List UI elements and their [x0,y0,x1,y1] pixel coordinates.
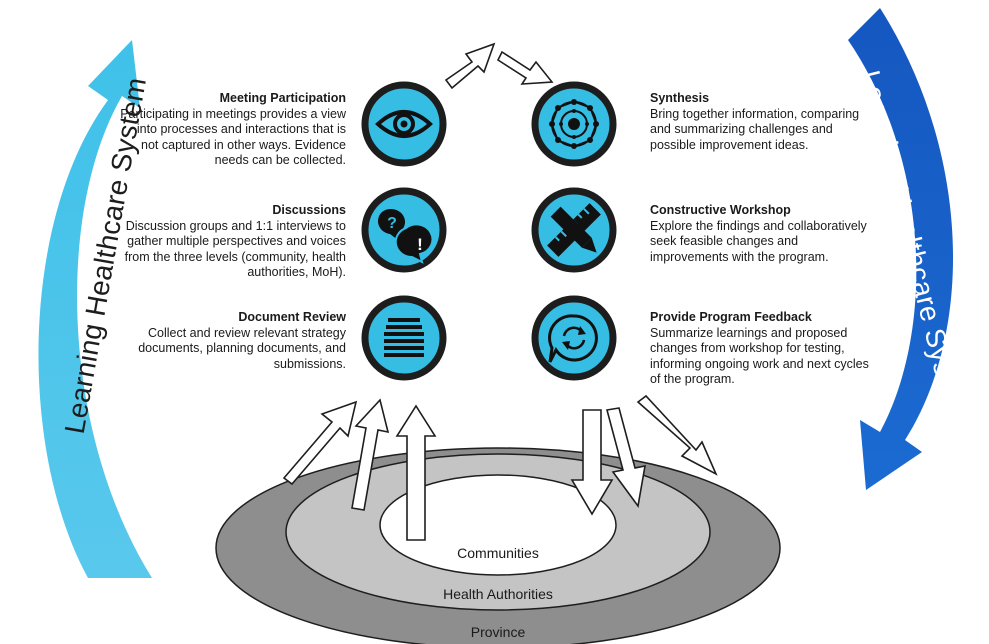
input-arrow-3 [395,404,437,541]
output-arrows [570,394,718,516]
svg-text:!: ! [417,235,423,254]
step-title: Constructive Workshop [650,203,791,217]
step-description: Bring together information, comparing an… [650,106,860,152]
document-stack-icon [361,295,447,381]
output-arrow-1 [570,409,614,516]
level-health-authorities-label: Health Authorities [443,586,553,602]
right-cycle-arrow [848,8,954,490]
step-constructive-workshop: Constructive Workshop Explore the findin… [650,203,878,265]
icon-circles: ? ! [361,81,617,381]
step-description: Discussion groups and 1:1 interviews to … [124,218,346,280]
ruler-pencil-icon [531,187,617,273]
step-title: Discussions [272,203,346,217]
step-synthesis: Synthesis Bring together information, co… [650,91,878,153]
step-title: Meeting Participation [219,91,346,105]
step-description: Summarize learnings and proposed changes… [650,325,869,387]
left-cycle-arrow [38,40,152,578]
eye-icon [361,81,447,167]
transition-arrow-up [444,42,496,90]
output-arrow-2 [606,407,646,508]
feedback-cycle-icon [531,295,617,381]
step-meeting-participation: Meeting Participation Participating in m… [118,91,346,169]
output-arrow-3 [636,394,718,476]
step-provide-program-feedback: Provide Program Feedback Summarize learn… [650,310,878,388]
input-arrows [282,398,437,541]
step-title: Synthesis [650,91,710,105]
speech-bubbles-icon: ? ! [361,187,447,273]
step-document-review: Document Review Collect and review relev… [118,310,346,372]
level-province-label: Province [470,624,526,640]
transition-arrow-down [496,50,554,85]
network-icon [531,81,617,167]
step-description: Explore the findings and collaboratively… [650,218,867,264]
ring-communities [379,474,617,576]
step-title: Document Review [238,310,346,324]
svg-text:?: ? [387,215,397,232]
transition-arrows [444,42,554,90]
step-discussions: Discussions Discussion groups and 1:1 in… [110,203,346,281]
input-arrow-1 [282,400,358,486]
step-description: Collect and review relevant strategy doc… [138,325,346,371]
step-title: Provide Program Feedback [650,310,812,324]
step-description: Participating in meetings provides a vie… [120,106,346,168]
level-communities-label: Communities [457,545,539,561]
input-arrow-2 [351,398,390,511]
